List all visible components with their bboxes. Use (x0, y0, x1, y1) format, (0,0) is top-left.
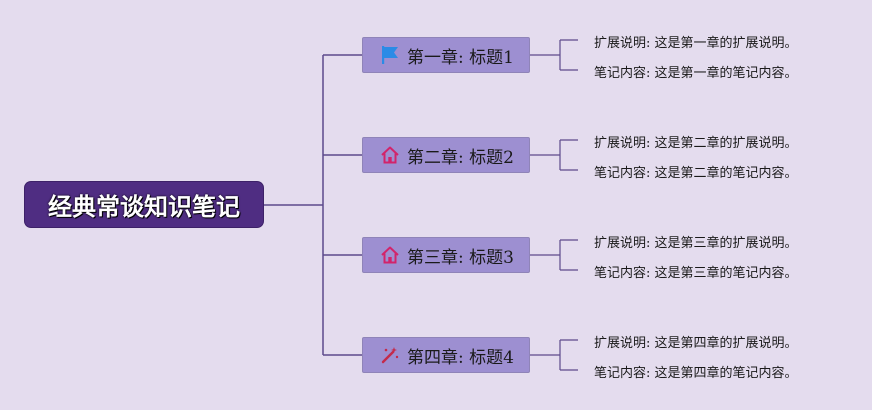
note-content-1: 笔记内容: 这是第一章的笔记内容。 (594, 66, 798, 81)
note-extension-3: 扩展说明: 这是第三章的扩展说明。 (594, 236, 798, 251)
note-content-2: 笔记内容: 这是第二章的笔记内容。 (594, 166, 798, 181)
note-connectors-3 (530, 239, 578, 271)
note-connectors-1 (530, 39, 578, 71)
root-node[interactable]: 经典常谈知识笔记 (25, 182, 263, 227)
chapter-node-3[interactable]: 第三章: 标题3 (362, 237, 530, 273)
house-icon (379, 144, 401, 166)
chapter-label-4: 第四章: 标题4 (407, 347, 514, 368)
note-content-3: 笔记内容: 这是第三章的笔记内容。 (594, 266, 798, 281)
note-extension-1: 扩展说明: 这是第一章的扩展说明。 (594, 36, 798, 51)
chapter-node-2[interactable]: 第二章: 标题2 (362, 137, 530, 173)
note-connectors-2 (530, 139, 578, 171)
note-extension-4: 扩展说明: 这是第四章的扩展说明。 (594, 336, 798, 351)
root-label: 经典常谈知识笔记 (48, 193, 240, 221)
blue-flag-icon (379, 44, 401, 66)
note-content-4: 笔记内容: 这是第四章的笔记内容。 (594, 366, 798, 381)
magic-wand-icon (379, 344, 401, 366)
chapter-label-1: 第一章: 标题1 (407, 47, 514, 68)
note-extension-2: 扩展说明: 这是第二章的扩展说明。 (594, 136, 798, 151)
chapter-node-1[interactable]: 第一章: 标题1 (362, 37, 530, 73)
house-icon (379, 244, 401, 266)
chapter-label-2: 第二章: 标题2 (407, 147, 514, 168)
note-connectors-4 (530, 339, 578, 371)
chapter-node-4[interactable]: 第四章: 标题4 (362, 337, 530, 373)
chapter-label-3: 第三章: 标题3 (407, 247, 514, 268)
